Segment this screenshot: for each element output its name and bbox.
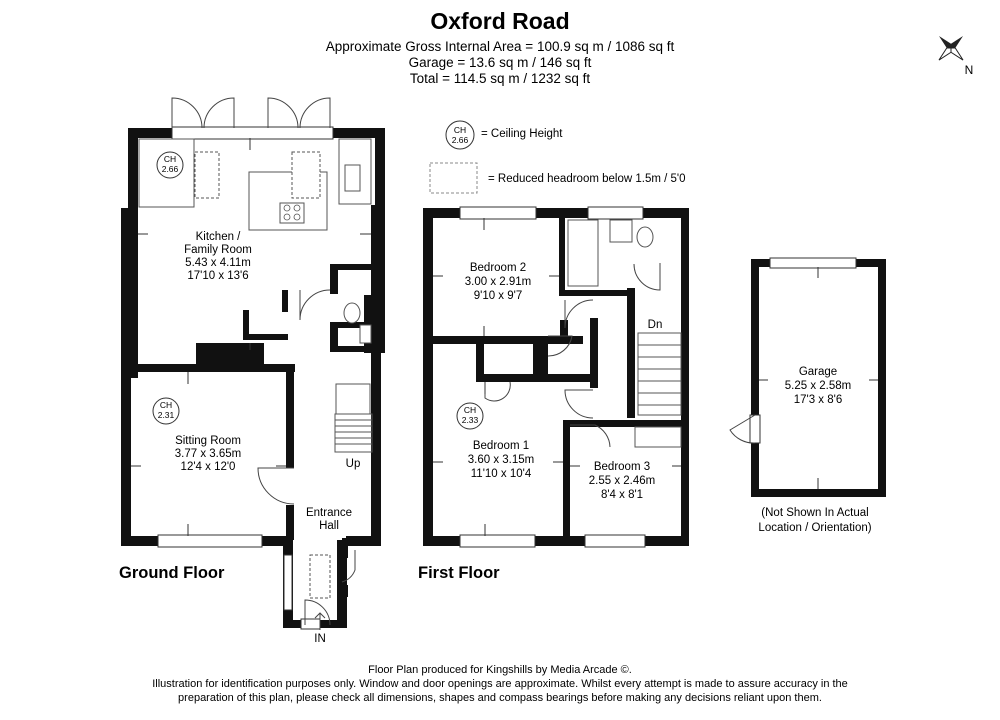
- compass-rose-icon: [938, 35, 964, 61]
- footer-disclaimer-line1: Illustration for identification purposes…: [152, 678, 848, 690]
- bedroom1-ceiling-height-marker: [456, 402, 484, 430]
- bedroom2-size-metric: 3.00 x 2.91m: [465, 276, 531, 288]
- bedroom1-size-metric: 3.60 x 3.15m: [468, 454, 534, 466]
- stairs-up-label: Up: [346, 458, 361, 470]
- bedroom3-size-metric: 2.55 x 2.46m: [589, 475, 655, 487]
- plan-title: Oxford Road: [430, 8, 569, 34]
- garage-name: Garage: [799, 366, 837, 378]
- kitchen-ceiling-height-marker: [156, 151, 184, 179]
- kitchen-ch-value: 2.66: [162, 164, 179, 174]
- legend-ch-value: 2.66: [452, 135, 469, 145]
- legend-ceiling-height-text: = Ceiling Height: [481, 128, 563, 140]
- hall-name: Entrance: [306, 507, 352, 519]
- kitchen-size-imperial: 17'10 x 13'6: [187, 270, 248, 282]
- sitting-ceiling-height-marker: [152, 397, 180, 425]
- bedroom1-ch-value: 2.33: [462, 415, 479, 425]
- kitchen-name: Kitchen /: [196, 231, 242, 243]
- gross-area-line: Approximate Gross Internal Area = 100.9 …: [326, 39, 675, 54]
- total-area-line: Total = 114.5 sq m / 1232 sq ft: [410, 71, 590, 86]
- legend-reduced-headroom-text: = Reduced headroom below 1.5m / 5'0: [488, 173, 686, 185]
- garage-area-line: Garage = 13.6 sq m / 146 sq ft: [409, 55, 592, 70]
- entry-label: IN: [314, 633, 326, 645]
- bedroom1-size-imperial: 11'10 x 10'4: [471, 468, 532, 480]
- stairs-down-label: Dn: [648, 319, 663, 331]
- garage-size-metric: 5.25 x 2.58m: [785, 380, 851, 392]
- first-floor-plan: CH 2.33 Bedroom 2 3.00 x 2.91m 9'10 x 9'…: [423, 206, 689, 548]
- kitchen-size-metric: 5.43 x 4.11m: [185, 257, 251, 269]
- entry-arrow-icon: [314, 612, 326, 630]
- bedroom1-ch-label: CH: [464, 405, 476, 415]
- kitchen-ch-label: CH: [164, 154, 176, 164]
- ground-floor-label: Ground Floor: [119, 564, 225, 582]
- legend-reduced-headroom-swatch: [429, 162, 478, 194]
- legend-ch-label: CH: [454, 125, 466, 135]
- hall-name-line2: Hall: [319, 520, 339, 532]
- bedroom3-size-imperial: 8'4 x 8'1: [601, 489, 643, 501]
- sitting-room-size-metric: 3.77 x 3.65m: [175, 448, 241, 460]
- bedroom1-name: Bedroom 1: [473, 440, 529, 452]
- ground-floor-plan: CH 2.66 CH 2.31 Kitchen / Family Room 5.…: [121, 97, 385, 645]
- first-floor-label: First Floor: [418, 564, 500, 582]
- sitting-ch-label: CH: [160, 400, 172, 410]
- bedroom2-name: Bedroom 2: [470, 262, 526, 274]
- garage-size-imperial: 17'3 x 8'6: [794, 394, 843, 406]
- sitting-room-size-imperial: 12'4 x 12'0: [181, 461, 236, 473]
- sitting-ch-value: 2.31: [158, 410, 175, 420]
- kitchen-name-line2: Family Room: [184, 244, 252, 256]
- garage-note-line2: Location / Orientation): [758, 522, 871, 534]
- sitting-room-name: Sitting Room: [175, 435, 241, 447]
- garage-plan: Garage 5.25 x 2.58m 17'3 x 8'6: [729, 257, 886, 497]
- footer-producer: Floor Plan produced for Kingshills by Me…: [368, 664, 632, 676]
- garage-note-line1: (Not Shown In Actual: [761, 507, 868, 519]
- legend-ceiling-height-marker: [445, 120, 475, 150]
- footer-disclaimer-line2: preparation of this plan, please check a…: [178, 692, 822, 704]
- compass-north-label: N: [965, 63, 974, 77]
- bedroom3-name: Bedroom 3: [594, 461, 650, 473]
- bedroom2-size-imperial: 9'10 x 9'7: [474, 290, 523, 302]
